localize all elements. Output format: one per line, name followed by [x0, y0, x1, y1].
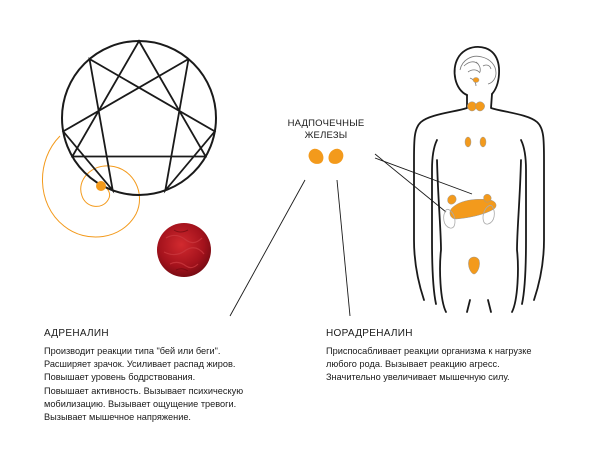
noradrenaline-title: НОРАДРЕНАЛИН — [326, 328, 413, 339]
noradrenaline-description: Приспосабливает реакции организма к нагр… — [326, 345, 531, 385]
golden-spiral-icon — [42, 135, 141, 238]
kidneys-icon — [443, 204, 495, 229]
glands-label-line2: ЖЕЛЕЗЫ — [304, 130, 348, 141]
adrenaline-line: Производит реакции типа "бей или беги". — [44, 346, 221, 356]
adrenaline-line: Повышает активность. Вызывает психическу… — [44, 385, 244, 396]
brain-icon — [459, 55, 497, 87]
adrenaline-line: Расширяет зрачок. Усиливает распад жиров… — [44, 359, 236, 370]
enneagram-icon — [61, 39, 217, 196]
adrenaline-line: мобилизацию. Вызывает ощущение тревоги. — [44, 398, 237, 409]
adrenaline-line: Вызывает мышечное напряжение. — [44, 412, 191, 423]
adrenal-glands-icon — [308, 148, 344, 164]
adrenaline-title: АДРЕНАЛИН — [44, 328, 109, 339]
noradrenaline-line: Приспосабливает реакции организма к нагр… — [326, 346, 532, 356]
enneagram-point-icon — [96, 181, 106, 191]
red-sphere-icon — [157, 223, 211, 277]
human-body-icon — [413, 46, 545, 313]
noradrenaline-line: любого рода. Вызывает реакцию агресс. — [326, 359, 500, 370]
pointer-lines — [229, 153, 473, 317]
glands-label-line1: НАДПОЧЕЧНЫЕ — [287, 118, 365, 129]
noradrenaline-line: Значительно увеличивает мышечную силу. — [326, 372, 510, 383]
adrenaline-line: Повышает уровень бодрствования. — [44, 372, 196, 383]
glands-label: НАДПОЧЕЧНЫЕ ЖЕЛЕЗЫ — [266, 118, 386, 142]
body-glands-icon — [447, 77, 497, 275]
adrenaline-description: Производит реакции типа "бей или беги". … — [44, 345, 243, 424]
